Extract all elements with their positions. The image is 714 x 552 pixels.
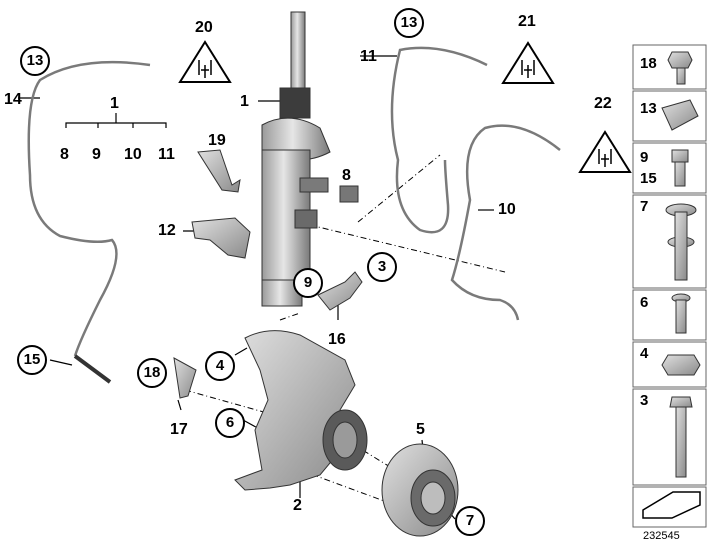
callout-10-cable: 10 <box>498 201 516 218</box>
callout-17: 17 <box>170 421 188 438</box>
callout-10-group: 10 <box>124 146 142 163</box>
callout-13-left: 13 <box>20 46 50 76</box>
wear-sensor-cable-left <box>27 60 151 384</box>
callout-8-clip: 8 <box>342 167 351 184</box>
side-item-6: 6 <box>640 294 649 311</box>
bracket-19 <box>197 149 241 193</box>
connector-icon <box>198 60 612 167</box>
side-item-13: 13 <box>640 100 657 117</box>
bracket-16 <box>317 271 363 311</box>
callout-11-cable: 11 <box>360 48 377 65</box>
side-item-4: 4 <box>640 345 649 362</box>
side-panel-parts <box>642 51 701 519</box>
spring-strut <box>261 11 331 307</box>
callout-1-group: 1 <box>110 95 119 112</box>
side-item-3: 3 <box>640 392 649 409</box>
callout-5: 5 <box>416 421 425 438</box>
callout-22: 22 <box>594 95 612 112</box>
side-item-15: 15 <box>640 170 657 187</box>
callout-9-strut: 9 <box>293 268 323 298</box>
callout-9-group: 9 <box>92 146 101 163</box>
side-item-18: 18 <box>640 55 657 72</box>
callout-4: 4 <box>205 351 235 381</box>
steering-knuckle <box>234 330 368 491</box>
callout-8-group: 8 <box>60 146 69 163</box>
callout-21: 21 <box>518 13 536 30</box>
callout-16: 16 <box>328 331 346 348</box>
callout-13-right: 13 <box>394 8 424 38</box>
side-item-7: 7 <box>640 198 649 215</box>
wheel-hub <box>381 443 459 537</box>
bracket-12 <box>191 217 251 259</box>
callout-6: 6 <box>215 408 245 438</box>
side-item-9: 9 <box>640 149 649 166</box>
callout-7: 7 <box>455 506 485 536</box>
callout-11-group: 11 <box>158 146 175 163</box>
warning-triangle-icon <box>178 40 632 173</box>
callout-2: 2 <box>293 497 302 514</box>
callout-1-strut: 1 <box>240 93 249 110</box>
callout-19: 19 <box>208 132 226 149</box>
wear-sensor-cable-right <box>390 46 561 321</box>
callout-15: 15 <box>17 345 47 375</box>
bracket-18 <box>173 357 197 399</box>
callout-3: 3 <box>367 252 397 282</box>
clip-8 <box>339 185 359 203</box>
callout-14: 14 <box>4 91 22 108</box>
callout-12: 12 <box>158 222 176 239</box>
callout-18: 18 <box>137 358 167 388</box>
callout-20: 20 <box>195 19 213 36</box>
part-number: 232545 <box>643 530 680 542</box>
